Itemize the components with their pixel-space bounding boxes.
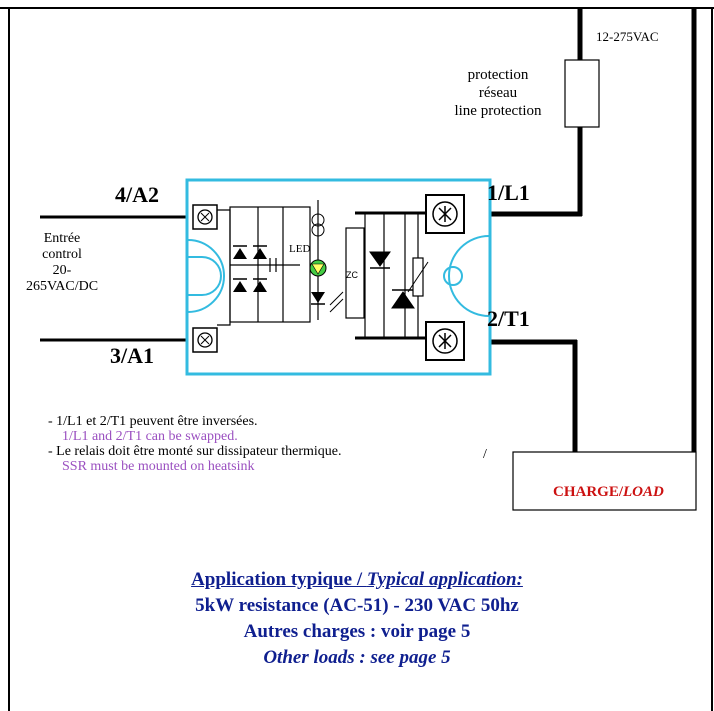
footer-title: Application typique / Typical applicatio… (0, 567, 714, 593)
led-label: LED (289, 243, 311, 255)
control-input-line-4: 265VAC/DC (25, 279, 99, 294)
load-box (512, 451, 697, 511)
note-1-en: 1/L1 and 2/T1 can be swapped. (62, 429, 238, 444)
zc-block (345, 227, 365, 319)
terminal-screw-l1 (425, 194, 465, 234)
footer-line-2: 5kW resistance (AC-51) - 230 VAC 50hz (195, 595, 519, 616)
footer-line-4: Other loads : see page 5 (263, 647, 451, 668)
footer-title-fr: Application typique / (191, 569, 367, 590)
led-indicator (309, 200, 344, 320)
output-circuit (355, 211, 429, 340)
fuse (564, 59, 600, 128)
footer-line-3: Autres charges : voir page 5 (243, 621, 471, 642)
terminal-screw-t1 (425, 321, 465, 361)
protection-line-1: protection (467, 67, 529, 83)
supply-voltage-label: 12-275VAC (596, 29, 659, 44)
control-input-label: Entrée control 20- 265VAC/DC (12, 231, 112, 295)
terminal-screw-a2 (192, 204, 218, 230)
note-1-fr: - 1/L1 et 2/T1 peuvent être inversées. (48, 414, 258, 429)
control-input-line-3: 20- (52, 263, 72, 278)
note-2-en: SSR must be mounted on heatsink (62, 459, 255, 474)
load-label-en: LOAD (623, 484, 664, 500)
mount-hole-right (443, 266, 463, 286)
protection-line-2: réseau (478, 85, 518, 101)
tick-mark: / (483, 447, 487, 462)
terminal-label-t1: 2/T1 (487, 306, 530, 331)
notes-block: - 1/L1 et 2/T1 peuvent être inversées. 1… (48, 414, 342, 474)
bridge-diodes (233, 245, 267, 292)
input-circuit (217, 206, 311, 326)
note-2-fr: - Le relais doit être monté sur dissipat… (48, 444, 342, 459)
protection-line-3: line protection (454, 103, 542, 119)
line-protection-label: protection réseau line protection (438, 66, 558, 120)
terminal-label-a2: 4/A2 (115, 182, 159, 207)
load-label: CHARGE/LOAD (553, 484, 664, 501)
terminal-label-a1: 3/A1 (110, 343, 154, 368)
footer-title-en: Typical application: (366, 569, 523, 590)
control-input-line-2: control (42, 247, 82, 262)
mount-slot-left (187, 239, 225, 313)
load-label-fr: CHARGE/ (553, 484, 624, 500)
zc-label: ZC (346, 270, 358, 280)
application-footer: Application typique / Typical applicatio… (0, 567, 714, 671)
terminal-screw-a1 (192, 327, 218, 353)
terminal-label-l1: 1/L1 (487, 180, 530, 205)
control-input-line-1: Entrée (43, 231, 81, 246)
mount-hole-right-arc (448, 235, 490, 317)
